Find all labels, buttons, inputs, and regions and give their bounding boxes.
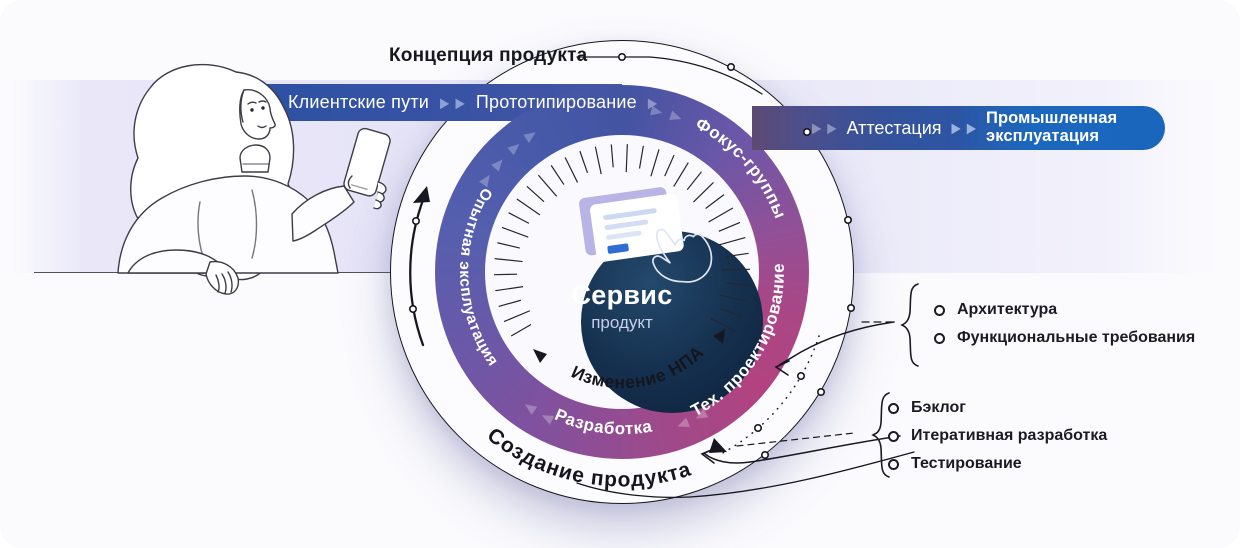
npa-arrow-right bbox=[713, 329, 725, 344]
pipeline-step-prototyping: Прототипирование bbox=[475, 92, 637, 112]
annotation-lines bbox=[409, 56, 915, 499]
bullet-icon bbox=[888, 458, 899, 470]
callout-design: Архитектура Функциональные требования bbox=[934, 296, 1195, 352]
list-item: Бэклог bbox=[888, 394, 1107, 422]
dashdot-arc bbox=[718, 335, 820, 456]
pipeline-band-right bbox=[752, 106, 1165, 150]
phone bbox=[343, 127, 391, 197]
concept-stage-label: Концепция продукта bbox=[389, 45, 588, 66]
arrowhead-1 bbox=[774, 360, 790, 376]
list-item: Итеративная разработка bbox=[888, 422, 1107, 450]
cycle-arrowhead bbox=[413, 186, 430, 203]
lifecycle-ring bbox=[435, 85, 809, 459]
center-circle bbox=[581, 231, 763, 413]
callout-braces bbox=[871, 283, 919, 478]
pipeline-left-labels: Клиентские пути ▶▶ Прототипирование ▶ bbox=[288, 90, 657, 115]
ring-segment-trial-operation: Опытная эксплуатация bbox=[456, 185, 501, 370]
ring-flow-arrows bbox=[479, 105, 709, 427]
decor-swoosh bbox=[576, 451, 915, 499]
svg-text:Разработка: Разработка bbox=[552, 405, 654, 438]
bullet-icon bbox=[888, 430, 899, 442]
npa-arrow-left bbox=[533, 349, 547, 363]
bullet-icon bbox=[934, 304, 945, 316]
pipeline-step-industrial-operation: Промышленная эксплуатация bbox=[986, 109, 1118, 145]
callout-development: Бэклог Итеративная разработка Тестирован… bbox=[888, 394, 1107, 478]
center-subtitle-product: продукт bbox=[591, 313, 653, 332]
ring-segment-focus-groups: Фокус-группы bbox=[692, 114, 789, 221]
solid-triangles bbox=[413, 186, 727, 453]
pipeline-right-labels: ▶▶ Аттестация ▶▶ Промышленная эксплуатац… bbox=[812, 106, 1136, 150]
chevron-icon: ▶▶ bbox=[440, 94, 465, 111]
service-card-icon bbox=[579, 187, 713, 283]
raised-arm bbox=[291, 185, 355, 242]
pipeline-step-attestation: Аттестация bbox=[846, 117, 942, 138]
center-label: Сервис продукт bbox=[552, 280, 692, 333]
chevron-icon: ▶▶ bbox=[951, 119, 977, 137]
callout-curve-2 bbox=[704, 435, 901, 464]
svg-text:Фокус-группы: Фокус-группы bbox=[692, 114, 790, 221]
neck-collar bbox=[239, 144, 271, 173]
svg-text:Опытная эксплуатация: Опытная эксплуатация bbox=[456, 185, 502, 370]
list-item: Архитектура bbox=[934, 296, 1195, 324]
resting-hand bbox=[205, 260, 240, 295]
svg-text:Тех. проектирование: Тех. проектирование bbox=[688, 263, 788, 421]
svg-text:Изменение НПА: Изменение НПА bbox=[568, 342, 707, 393]
chevron-icon: ▶▶ bbox=[812, 119, 837, 137]
list-item: Функциональные требования bbox=[934, 324, 1195, 352]
ring-segment-development: Разработка bbox=[552, 405, 653, 438]
tick-ring bbox=[485, 135, 763, 413]
pipeline-step-client-paths: Клиентские пути bbox=[288, 92, 430, 112]
chevron-icon: ▶ bbox=[647, 94, 658, 111]
ring-segment-tech-design: Тех. проектирование bbox=[688, 263, 788, 421]
backlog-arrow bbox=[709, 438, 727, 453]
milestone-nodes bbox=[408, 52, 855, 459]
clock-ticks bbox=[494, 144, 750, 337]
bullet-icon bbox=[888, 402, 899, 414]
bullet-icon bbox=[934, 332, 945, 344]
concept-connector-line bbox=[576, 56, 763, 95]
brace-1 bbox=[900, 283, 919, 367]
inner-band-npa-label: Изменение НПА bbox=[568, 342, 706, 393]
pointer-hand-icon bbox=[652, 228, 713, 283]
center-title-service: Сервис bbox=[571, 280, 673, 310]
left-cycle-arc bbox=[409, 198, 425, 347]
dash-connector-2 bbox=[736, 432, 855, 447]
callout-curve-1 bbox=[777, 321, 895, 367]
list-item: Тестирование bbox=[888, 450, 1107, 478]
brace-2 bbox=[871, 392, 890, 478]
